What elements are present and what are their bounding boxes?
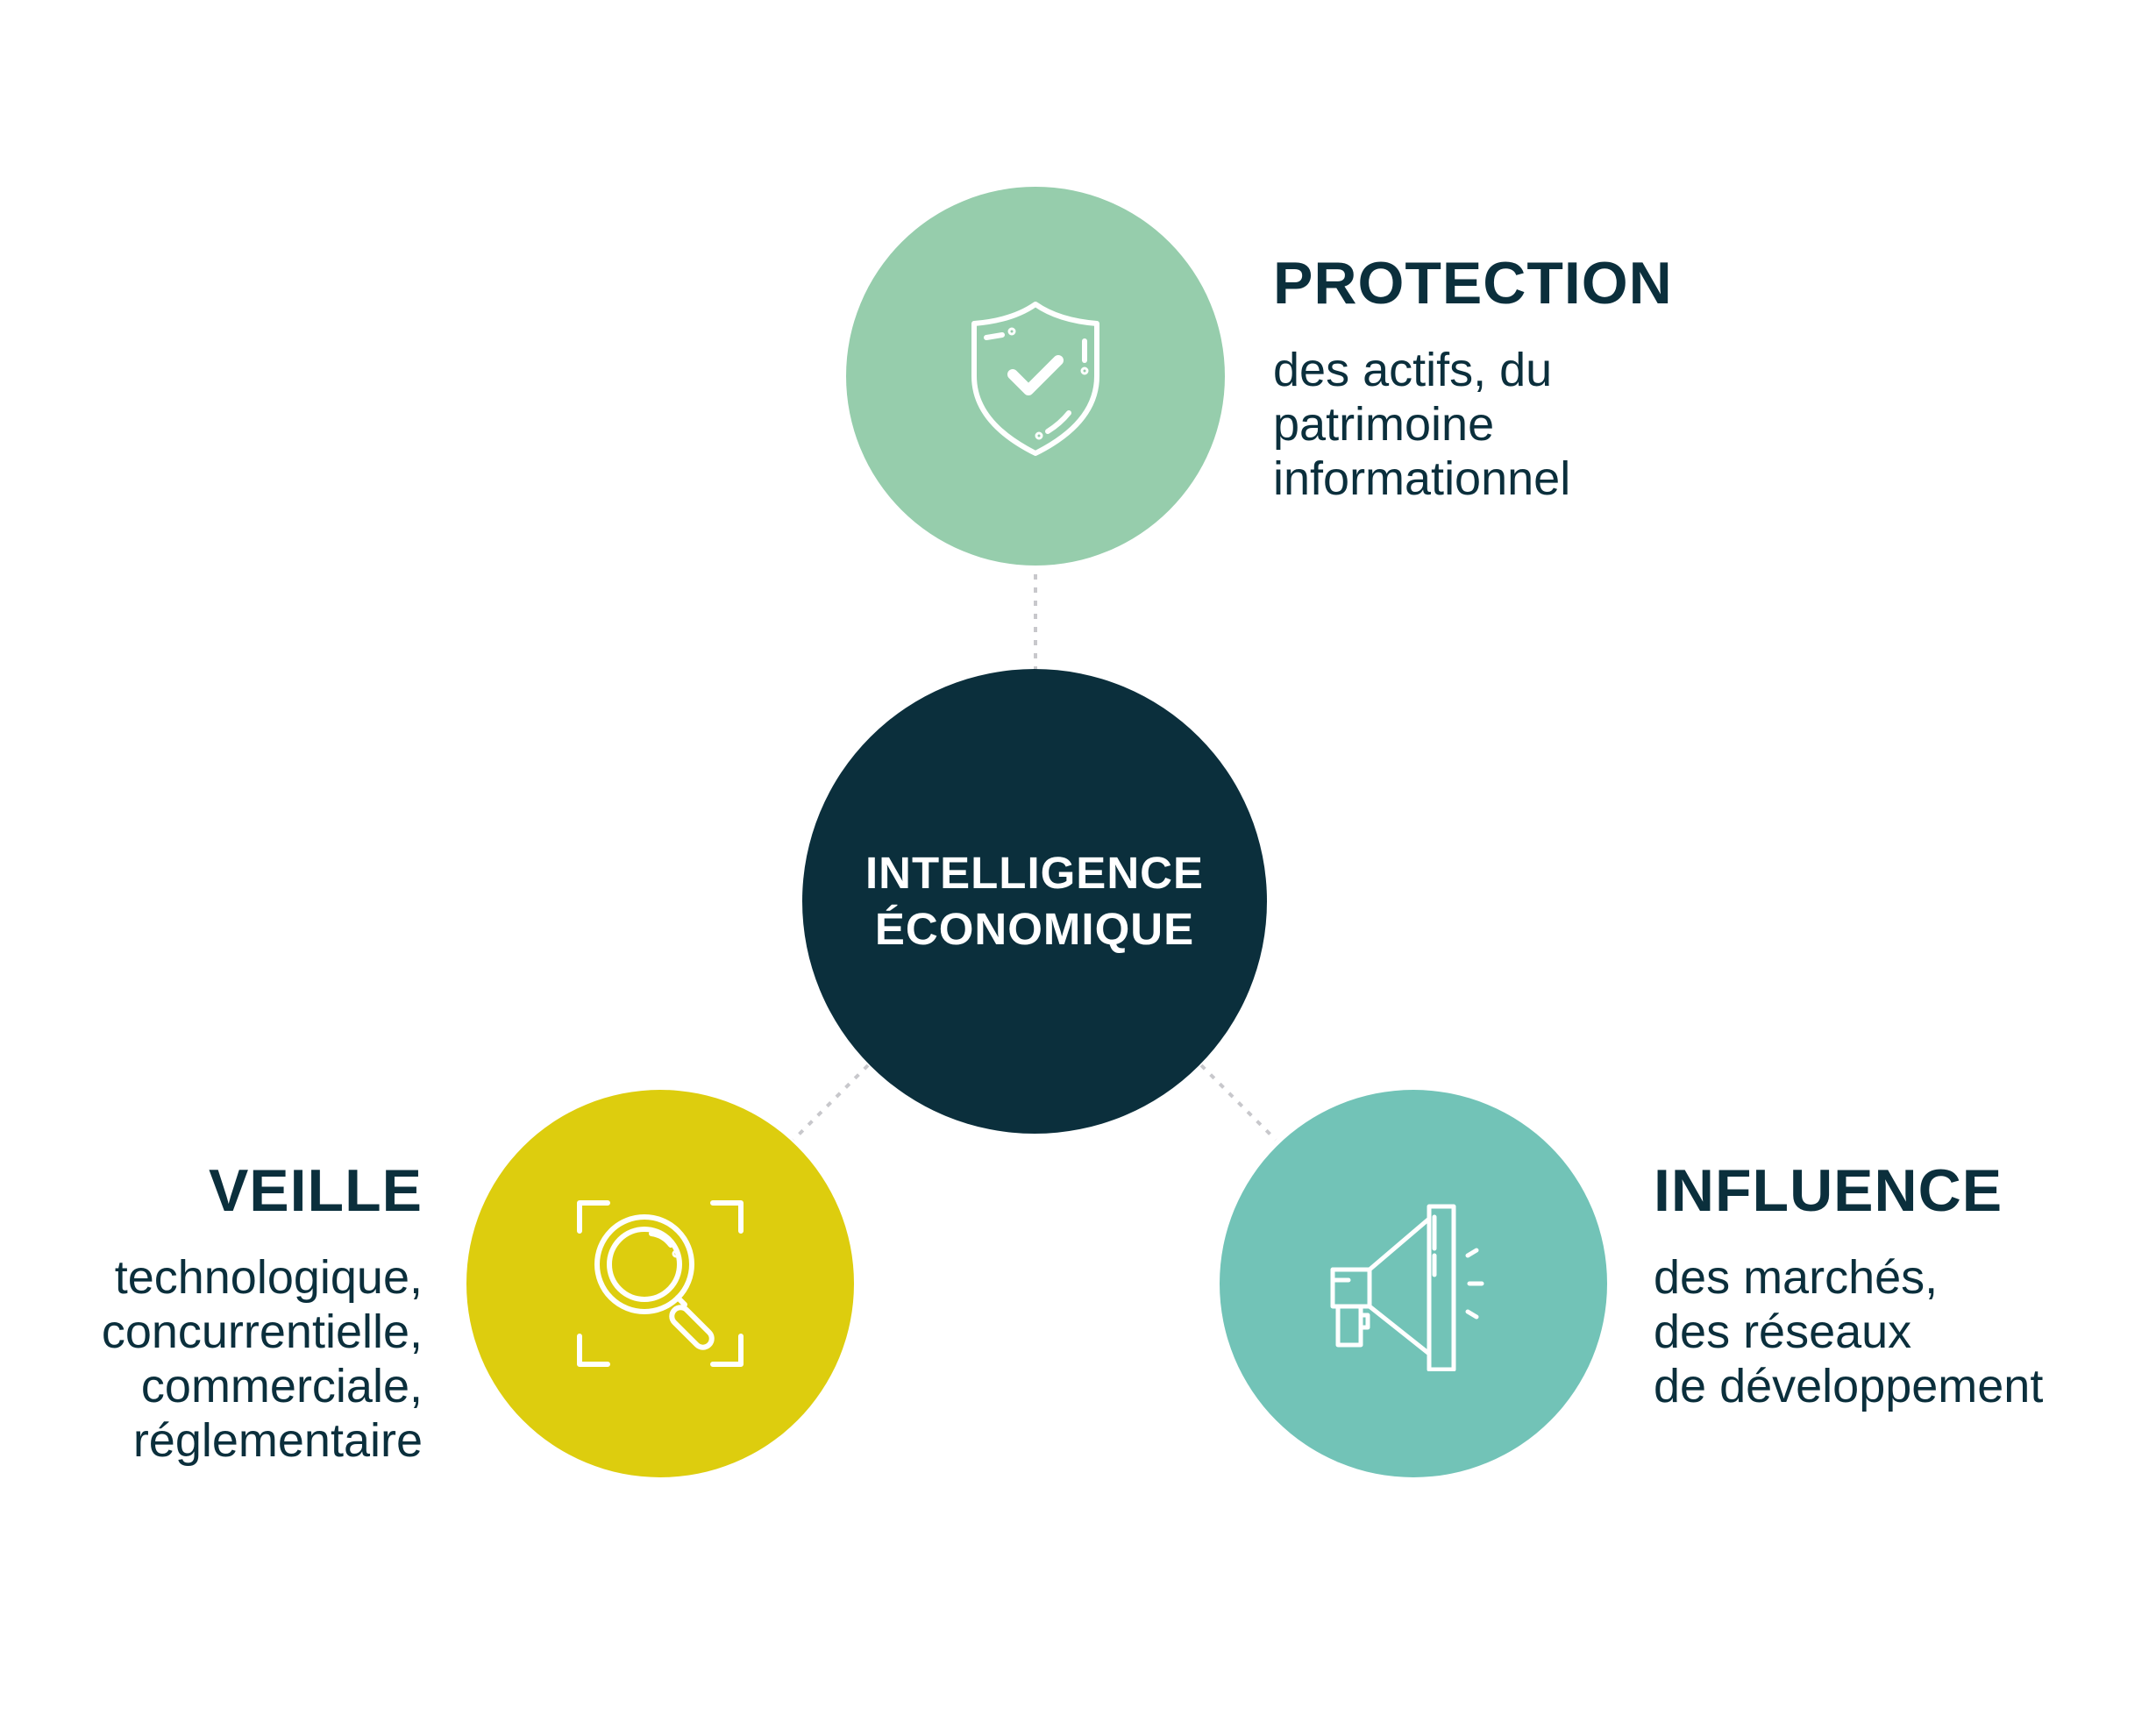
- center-node: INTELLIGENCE ÉCONOMIQUE: [802, 669, 1267, 1134]
- connector-veille: [792, 1064, 870, 1142]
- connector-influence: [1199, 1064, 1277, 1142]
- influence-line-3: de développement: [1654, 1360, 2044, 1412]
- veille-line-2: concurrentielle,: [101, 1306, 423, 1358]
- veille-title: VEILLE: [208, 1157, 423, 1224]
- megaphone-icon: [1330, 1204, 1484, 1371]
- shield-check-icon: [971, 302, 1099, 456]
- protection-line-2: patrimoine: [1273, 398, 1495, 451]
- center-title-line-2: ÉCONOMIQUE: [874, 904, 1195, 954]
- veille-line-3: commerciale,: [140, 1360, 423, 1412]
- veille-label: VEILLE technologique, concurrentielle, c…: [0, 1156, 423, 1468]
- veille-line-4: réglementaire: [132, 1414, 423, 1467]
- influence-title: INFLUENCE: [1654, 1157, 2003, 1224]
- protection-circle: [846, 187, 1225, 566]
- protection-line-1: des actifs, du: [1273, 344, 1553, 396]
- veille-circle: [466, 1090, 854, 1477]
- protection-title: PROTECTION: [1273, 250, 1673, 317]
- magnifier-focus-icon: [577, 1200, 744, 1367]
- protection-line-3: informationnel: [1273, 452, 1571, 505]
- protection-label: PROTECTION des actifs, du patrimoine inf…: [1273, 248, 1673, 506]
- influence-line-2: des réseaux: [1654, 1306, 1912, 1358]
- center-title-line-1: INTELLIGENCE: [865, 848, 1204, 898]
- influence-line-1: des marchés,: [1654, 1251, 1939, 1304]
- veille-line-1: technologique,: [114, 1251, 423, 1304]
- influence-circle: [1220, 1090, 1607, 1477]
- influence-label: INFLUENCE des marchés, des réseaux de dé…: [1654, 1156, 2043, 1413]
